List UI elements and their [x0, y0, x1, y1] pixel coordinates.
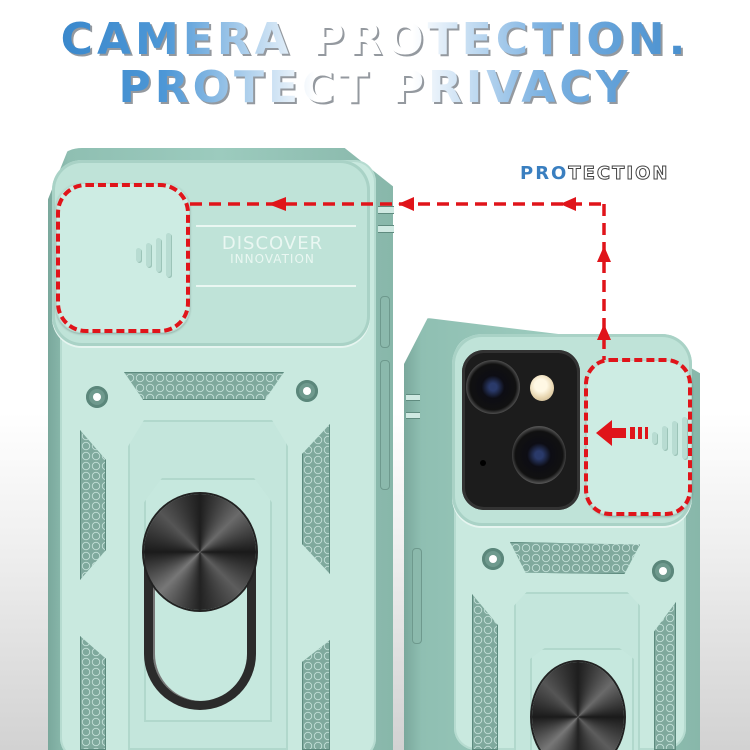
slider-engraving: DISCOVER INNOVATION [210, 233, 335, 266]
right-screw-icon [482, 548, 504, 570]
left-slider-stripe [196, 225, 356, 227]
left-case-side-ridge [378, 225, 394, 233]
arrow-up-icon [597, 246, 611, 340]
left-case-side-button [380, 296, 390, 348]
right-screw-icon [652, 560, 674, 582]
left-screw-icon [86, 386, 108, 408]
left-side-grip-panel [302, 640, 330, 750]
left-case-side-ridge [378, 206, 394, 214]
slider-engraving-line2: INNOVATION [230, 252, 315, 266]
left-slider-highlight [56, 183, 190, 333]
arrow-left-icon [596, 420, 648, 446]
right-case-side-button [412, 548, 422, 644]
left-side-grip-panel [80, 430, 106, 580]
protection-label-part1: PRO [520, 163, 569, 184]
left-top-grip-panel [124, 372, 284, 400]
slider-engraving-line1: DISCOVER [221, 233, 324, 254]
right-case-side-ridge [406, 412, 420, 419]
right-top-grip-panel [510, 542, 640, 574]
left-screw-icon [296, 380, 318, 402]
headline-line1: CAMERA PROTECTION. [0, 14, 750, 65]
right-side-grip-panel [654, 602, 676, 750]
headline-line2-shadow: PROTECT PRIVACY [2, 64, 750, 115]
left-ring-stand[interactable] [144, 560, 256, 710]
left-ring-holder[interactable] [144, 494, 256, 610]
camera-flash [530, 375, 554, 401]
right-slider-highlight [584, 358, 692, 516]
camera-lens-bottom [512, 426, 566, 484]
protection-label-part2: TECTION [568, 163, 670, 185]
headline-line2: PROTECT PRIVACY [0, 62, 750, 113]
camera-lens-top [466, 360, 520, 414]
right-ring-holder[interactable] [532, 662, 624, 750]
right-case-side-ridge [406, 394, 420, 401]
protection-label: PROTECTION [520, 163, 670, 185]
left-case-side-button [380, 360, 390, 490]
slide-grip-icon [652, 414, 687, 462]
headline-line1-shadow: CAMERA PROTECTION. [2, 16, 750, 67]
left-side-grip-panel [80, 636, 106, 750]
camera-mic [480, 460, 486, 466]
slide-grip-icon [136, 230, 171, 280]
arrow-left-icon [268, 197, 576, 211]
left-slider-stripe [196, 285, 356, 287]
